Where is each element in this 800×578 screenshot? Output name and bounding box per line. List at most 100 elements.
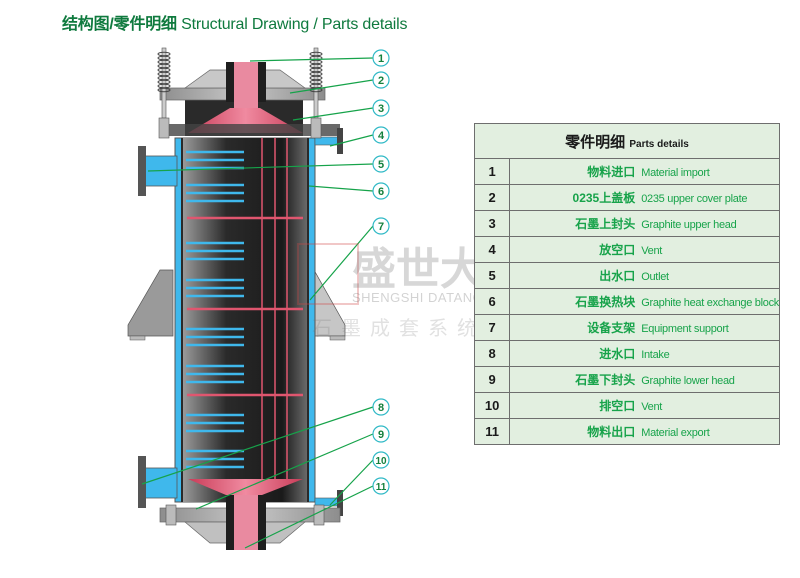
leader-line bbox=[289, 79, 374, 94]
callout-circle bbox=[372, 451, 390, 469]
callout-number: 6 bbox=[378, 186, 384, 198]
leader-line bbox=[195, 433, 374, 510]
part-description: 排空口 Vent bbox=[509, 392, 780, 419]
part-number: 3 bbox=[473, 210, 511, 237]
part-number: 6 bbox=[473, 288, 511, 315]
part-description: 石墨上封头 Graphite upper head bbox=[509, 210, 780, 237]
tie-rods bbox=[157, 47, 325, 526]
callout-number: 10 bbox=[375, 456, 387, 467]
parts-table: 零件明细 Parts details 1 物料进口 Material import 2… bbox=[473, 123, 780, 445]
callout-circle bbox=[372, 126, 390, 144]
part-name-cn: 物料出口 bbox=[587, 425, 636, 439]
part-description: 设备支架 Equipment support bbox=[509, 314, 780, 341]
callout-circle bbox=[372, 398, 390, 416]
callout-circle bbox=[372, 49, 390, 67]
callout-10: 10 bbox=[329, 451, 390, 506]
page-title-cn: 结构图/零件明细 bbox=[62, 16, 177, 33]
callout-number: 4 bbox=[378, 130, 385, 142]
part-number: 10 bbox=[473, 392, 511, 419]
lower-assembly bbox=[159, 479, 341, 550]
callout-number: 9 bbox=[378, 429, 384, 441]
callout-4: 4 bbox=[329, 126, 390, 147]
callout-7: 7 bbox=[309, 217, 390, 301]
callout-number: 11 bbox=[376, 482, 387, 493]
callout-circle bbox=[372, 182, 390, 200]
callout-number: 3 bbox=[378, 103, 384, 115]
callout-number: 1 bbox=[378, 53, 384, 65]
part-name-cn: 0235上盖板 bbox=[572, 191, 636, 205]
page-title-en: Structural Drawing / Parts details bbox=[181, 16, 408, 33]
parts-table-header-en: Parts details bbox=[629, 138, 689, 150]
parts-table-header-cn: 零件明细 bbox=[565, 133, 626, 151]
upper-assembly bbox=[159, 62, 340, 136]
page-title: 结构图/零件明细 Structural Drawing / Parts deta… bbox=[62, 10, 407, 34]
callout-6: 6 bbox=[308, 182, 390, 200]
callout-circle bbox=[372, 477, 390, 495]
part-name-cn: 设备支架 bbox=[587, 321, 636, 335]
callout-8: 8 bbox=[141, 398, 390, 485]
callout-number: 7 bbox=[378, 221, 384, 233]
part-name-cn: 石墨换热块 bbox=[575, 295, 636, 309]
callout-2: 2 bbox=[289, 71, 390, 94]
bolt-nut bbox=[313, 504, 325, 526]
part-name-en: Equipment support bbox=[641, 323, 729, 335]
tie-rod bbox=[161, 47, 167, 119]
callout-number: 5 bbox=[378, 159, 384, 171]
part-name-cn: 石墨上封头 bbox=[575, 217, 636, 231]
part-description: 石墨下封头 Graphite lower head bbox=[509, 366, 780, 393]
part-name-cn: 排空口 bbox=[599, 399, 636, 413]
part-name-cn: 物料进口 bbox=[587, 165, 636, 179]
part-name-en: Vent bbox=[641, 245, 663, 257]
part-number: 2 bbox=[473, 184, 511, 211]
part-name-en: Outlet bbox=[641, 271, 669, 283]
callout-circle bbox=[372, 217, 390, 235]
parts-table-header: 零件明细 Parts details bbox=[474, 123, 780, 159]
part-number: 4 bbox=[473, 236, 511, 263]
part-description: 石墨换热块 Graphite heat exchange block bbox=[509, 288, 780, 315]
part-name-en: Graphite upper head bbox=[641, 219, 737, 231]
leader-line bbox=[147, 163, 374, 172]
top-vent-nozzle bbox=[314, 128, 343, 154]
part-number: 8 bbox=[473, 340, 511, 367]
spring-coil bbox=[157, 87, 171, 93]
bolt-nut bbox=[310, 117, 322, 139]
part-name-en: Material import bbox=[641, 167, 710, 179]
callout-circle bbox=[372, 155, 390, 173]
table-row: 10 排空口 Vent bbox=[473, 392, 780, 419]
part-number: 11 bbox=[473, 418, 511, 445]
bolt-nut bbox=[165, 504, 177, 526]
leader-line bbox=[309, 225, 374, 301]
part-name-en: Graphite lower head bbox=[641, 375, 735, 387]
callout-circle bbox=[372, 425, 390, 443]
callout-9: 9 bbox=[195, 425, 390, 510]
table-row: 6 石墨换热块 Graphite heat exchange block bbox=[473, 288, 780, 315]
leader-line bbox=[308, 185, 374, 192]
part-name-cn: 石墨下封头 bbox=[575, 373, 636, 387]
water-intake-nozzle bbox=[138, 456, 178, 508]
callout-5: 5 bbox=[147, 155, 390, 173]
part-name-en: Graphite heat exchange block bbox=[641, 297, 779, 309]
graphite-lower-head bbox=[188, 479, 303, 495]
leader-line bbox=[141, 406, 374, 485]
material-channels bbox=[261, 138, 288, 480]
part-number: 1 bbox=[473, 158, 511, 185]
leader-line bbox=[329, 134, 374, 147]
part-name-en: Vent bbox=[641, 401, 663, 413]
part-name-en: Intake bbox=[641, 349, 670, 361]
bolt-nut bbox=[158, 117, 170, 139]
callout-circle bbox=[372, 71, 390, 89]
block-separators bbox=[187, 216, 303, 397]
callout-number: 2 bbox=[378, 75, 384, 87]
part-number: 5 bbox=[473, 262, 511, 289]
